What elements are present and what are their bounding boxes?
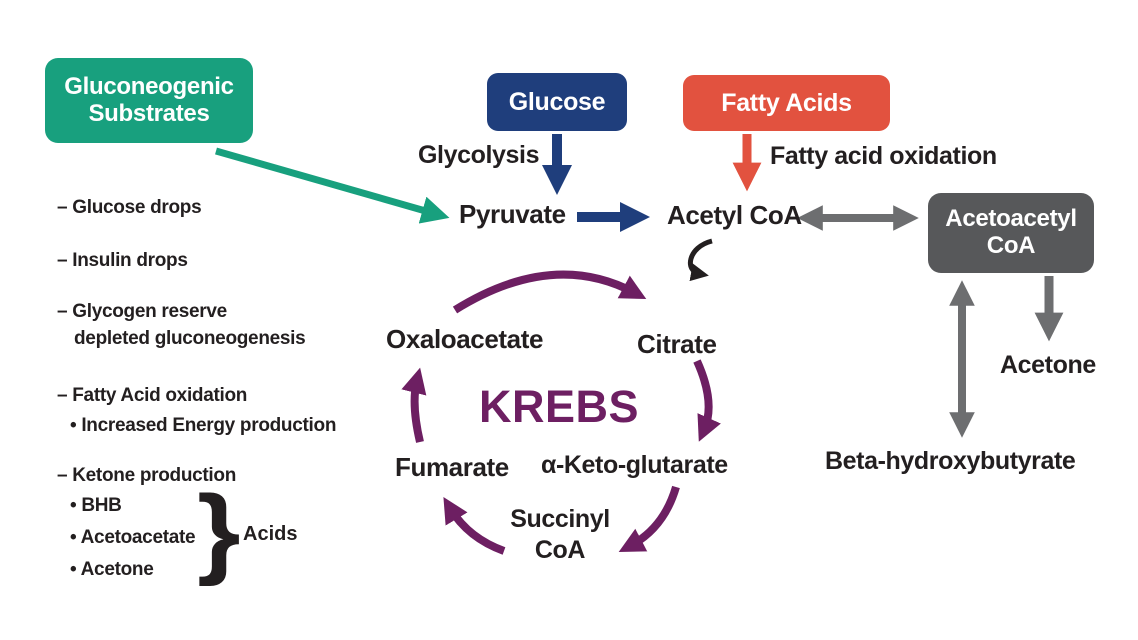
- list-item-acetoacetate: • Acetoacetate: [70, 527, 196, 548]
- krebs-arc-succinylcoa-to-fumarate: [443, 497, 506, 555]
- list-item-bhb: • BHB: [70, 495, 122, 516]
- fatty-acid-oxidation-label: Fatty acid oxidation: [770, 142, 997, 170]
- fumarate-label: Fumarate: [395, 452, 509, 482]
- citrate-label: Citrate: [637, 329, 717, 359]
- fatty-acids-box: Fatty Acids: [683, 75, 890, 131]
- list-item-glycogen-reserve: – Glycogen reserve: [57, 301, 227, 322]
- acetoacetyl-coa-box: Acetoacetyl CoA: [928, 193, 1094, 273]
- list-item-acetone: • Acetone: [70, 559, 154, 580]
- krebs-arc-citrate-to-ketoglutarate: [693, 359, 721, 442]
- pyruvate-label: Pyruvate: [459, 199, 566, 229]
- arrow-gluconeogenic-to-pyruvate: [215, 147, 450, 224]
- krebs-arc-oxaloacetate-to-citrate: [452, 270, 647, 314]
- acids-label: Acids: [243, 523, 298, 545]
- glycolysis-label: Glycolysis: [418, 141, 540, 169]
- acids-brace-glyph: }: [197, 475, 241, 587]
- acetyl-coa-label: Acetyl CoA: [667, 200, 802, 230]
- list-item-glucose-drops: – Glucose drops: [57, 197, 202, 218]
- krebs-cycle-title: KREBS: [479, 381, 640, 432]
- list-item-ketone-production: – Ketone production: [57, 465, 237, 486]
- krebs-arc-ketoglutarate-to-succinylcoa: [618, 485, 680, 552]
- alpha-keto-glutarate-label: α-Keto-glutarate: [541, 451, 728, 479]
- gluconeogenic-substrates-box: Gluconeogenic Substrates: [45, 58, 253, 143]
- arrow-acetylcoa-to-krebs-curl: [688, 238, 713, 282]
- list-item-insulin-drops: – Insulin drops: [57, 250, 188, 271]
- list-item-fatty-acid-oxidation: – Fatty Acid oxidation: [57, 385, 248, 406]
- krebs-arc-fumarate-to-oxaloacetate: [401, 367, 427, 443]
- glucose-box: Glucose: [487, 73, 627, 131]
- beta-hydroxybutyrate-label: Beta-hydroxybutyrate: [825, 447, 1076, 475]
- succinyl-coa-label: Succinyl CoA: [510, 505, 610, 564]
- list-item-increased-energy: • Increased Energy production: [70, 415, 337, 436]
- oxaloacetate-label: Oxaloacetate: [386, 324, 544, 354]
- acetone-label: Acetone: [1000, 351, 1096, 379]
- list-item-depleted-gluconeogenesis: depleted gluconeogenesis: [74, 328, 306, 349]
